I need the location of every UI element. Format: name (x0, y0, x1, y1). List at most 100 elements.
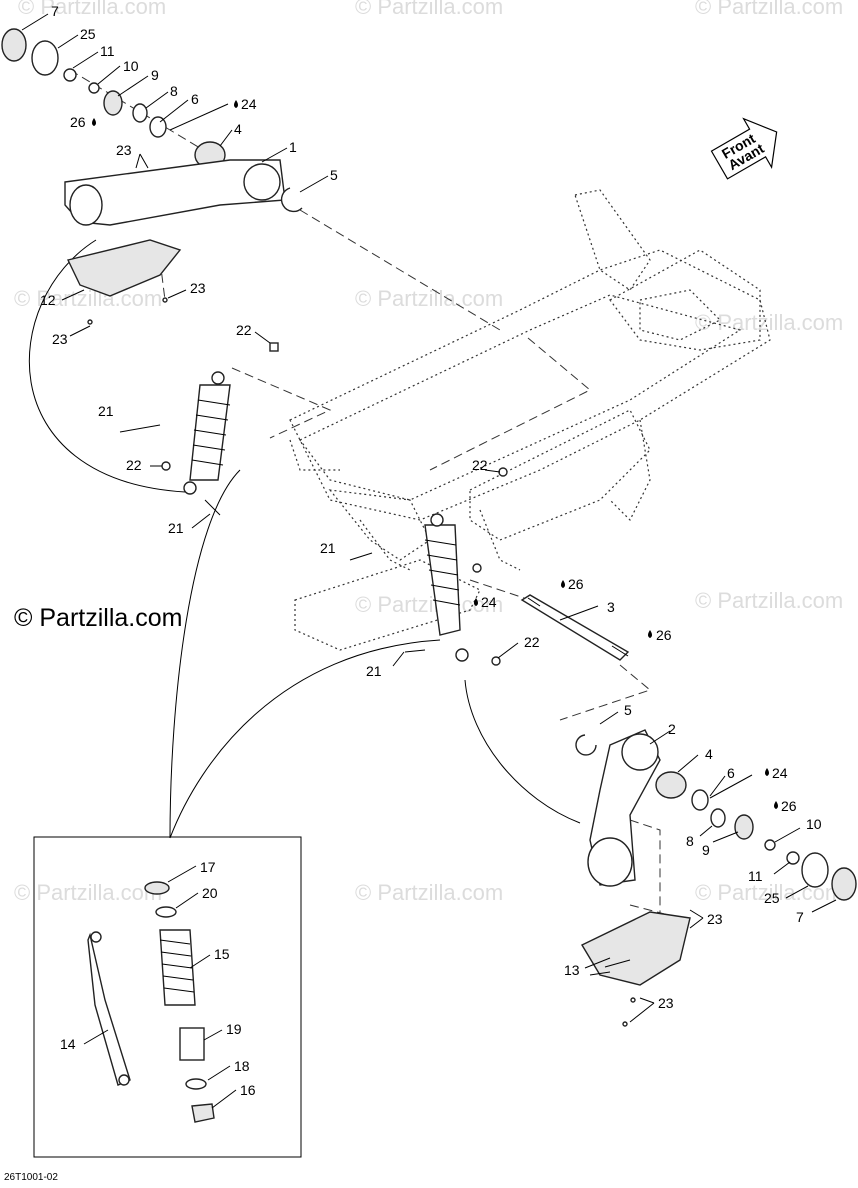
callout-22: 22 (236, 322, 252, 338)
drop-icon (234, 100, 238, 108)
callout-19: 19 (226, 1021, 242, 1037)
callout-4: 4 (705, 746, 713, 762)
swing-arm-eye (243, 163, 281, 201)
flange-part (103, 90, 123, 116)
oring-part (132, 103, 148, 123)
callout-4: 4 (234, 121, 242, 137)
callout-22: 22 (472, 457, 488, 473)
lower-seat-part (191, 1103, 215, 1123)
callout-9: 9 (151, 67, 159, 83)
nut-part (63, 68, 77, 82)
shock-absorber-upper (119, 342, 279, 516)
hub-part (831, 867, 857, 901)
callout-8: 8 (170, 83, 178, 99)
circlip-part (280, 187, 303, 213)
seal-part (149, 116, 167, 138)
callout-21: 21 (98, 403, 114, 419)
seal-part (691, 789, 709, 811)
bearing-part (655, 771, 687, 799)
callout-6: 6 (727, 765, 735, 781)
watermark-text: © Partzilla.com (355, 592, 503, 617)
callout-25: 25 (764, 890, 780, 906)
callout-10: 10 (123, 58, 139, 74)
swing-arm-bore (587, 837, 633, 887)
bump-stop-part (179, 1027, 205, 1061)
screw-part (622, 1021, 628, 1027)
callout-20: 20 (202, 885, 218, 901)
callout-3: 3 (607, 599, 615, 615)
watermark-text: © Partzilla.com (355, 880, 503, 905)
shock-detail-inset (33, 836, 302, 1158)
callout-8: 8 (686, 833, 694, 849)
watermark-text: © Partzilla.com (355, 286, 503, 311)
drop-icon (774, 801, 778, 809)
washer-part (88, 82, 100, 94)
callout-22: 22 (126, 457, 142, 473)
vehicle-frame (289, 189, 771, 651)
callout-23: 23 (52, 331, 68, 347)
diagram-code: 26T1001-02 (4, 1172, 58, 1183)
callout-11: 11 (748, 868, 763, 884)
spring-clip-part (155, 906, 177, 918)
callout-21: 21 (320, 540, 336, 556)
nut-part (786, 851, 800, 865)
bearing-cage-part (31, 40, 59, 76)
callout-13: 13 (564, 962, 580, 978)
callout-24: 24 (481, 594, 497, 610)
callout-labels: 7 25 11 10 9 8 6 24 26 4 1 5 23 23 12 23… (40, 3, 822, 1098)
drop-icon (765, 768, 769, 776)
watermark-text: © Partzilla.com (695, 0, 843, 19)
callout-7: 7 (796, 909, 804, 925)
callout-26: 26 (568, 576, 584, 592)
bearing-cage-part (801, 852, 829, 888)
screw-part (162, 297, 168, 303)
callout-24: 24 (241, 96, 257, 112)
watermark-text: © Partzilla.com (14, 286, 162, 311)
callout-1: 1 (289, 139, 297, 155)
hub-part (1, 28, 27, 62)
callout-23: 23 (190, 280, 206, 296)
left-swing-arm-group (1, 28, 303, 325)
screw-part (630, 997, 636, 1003)
callout-14: 14 (60, 1036, 76, 1052)
callout-5: 5 (330, 167, 338, 183)
callout-2: 2 (668, 721, 676, 737)
assembly-curves (28, 239, 581, 839)
callout-21: 21 (168, 520, 184, 536)
callout-22: 22 (524, 634, 540, 650)
callout-21: 21 (366, 663, 382, 679)
watermark-text: © Partzilla.com (695, 588, 843, 613)
damper-part (87, 932, 131, 1086)
callout-17: 17 (200, 859, 216, 875)
swing-arm-eye (621, 733, 659, 771)
circlip-part (575, 734, 597, 756)
callout-leaders (21, 13, 837, 1109)
callout-15: 15 (214, 946, 230, 962)
callout-26: 26 (781, 798, 797, 814)
watermark-text: © Partzilla.com (695, 310, 843, 335)
drop-icon (561, 580, 565, 588)
oring-part (710, 808, 726, 828)
callout-18: 18 (234, 1058, 250, 1074)
callout-23: 23 (707, 911, 723, 927)
callout-23: 23 (658, 995, 674, 1011)
right-swing-arm-group (575, 729, 857, 1027)
callout-5: 5 (624, 702, 632, 718)
watermark-text: © Partzilla.com (18, 0, 166, 19)
callout-11: 11 (100, 43, 115, 59)
spring-retainer-part (144, 881, 170, 895)
washer-part (764, 839, 776, 851)
callout-9: 9 (702, 842, 710, 858)
flange-part (734, 814, 754, 840)
drop-icon (92, 118, 96, 126)
front-direction-arrow: Front Avant (710, 117, 778, 180)
shock-absorber-lower (349, 467, 508, 666)
skid-plate-part (581, 911, 691, 986)
partzilla-brand: © Partzilla.com (14, 604, 183, 632)
inset-border (33, 836, 302, 1158)
axle-shaft (520, 594, 630, 661)
drop-icon (648, 630, 652, 638)
watermark-text: © Partzilla.com (14, 880, 162, 905)
watermark-layer: © Partzilla.com © Partzilla.com © Partzi… (14, 0, 843, 905)
drop-icon (474, 598, 478, 606)
